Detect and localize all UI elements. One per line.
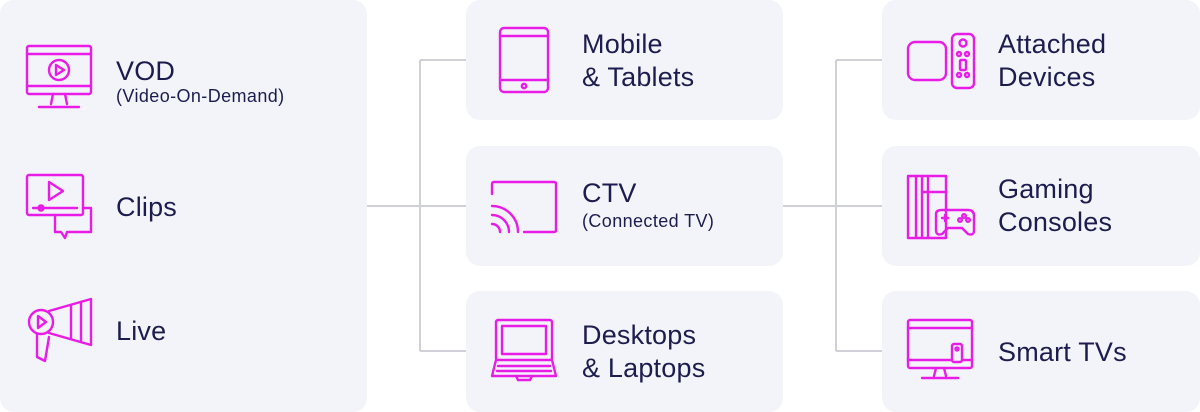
smart-tv-icon xyxy=(906,318,976,386)
mobile-label-line2: & Tablets xyxy=(582,62,695,92)
vod-sublabel: (Video-On-Demand) xyxy=(116,86,285,106)
gaming-label-line1: Gaming xyxy=(998,174,1094,204)
screen-card-mobile xyxy=(466,0,783,120)
screen-card-desktop xyxy=(466,291,783,412)
device-card-smart-tv xyxy=(882,291,1200,412)
tablet-icon xyxy=(498,26,550,94)
monitor-play-icon xyxy=(25,44,93,112)
game-console-icon xyxy=(906,172,976,242)
clips-label: Clips xyxy=(116,192,178,222)
video-clip-icon xyxy=(25,172,93,240)
vod-label: VOD xyxy=(116,56,176,86)
mobile-label-line1: Mobile xyxy=(582,29,663,59)
megaphone-play-icon xyxy=(27,297,95,365)
attached-label-line2: Devices xyxy=(998,62,1096,92)
desktop-label-line2: & Laptops xyxy=(582,353,706,383)
desktop-label-line1: Desktops xyxy=(582,320,697,350)
screen-card-ctv xyxy=(466,146,783,266)
device-card-attached xyxy=(882,0,1200,120)
streaming-box-remote-icon xyxy=(906,32,976,90)
ctv-label: CTV xyxy=(582,178,637,208)
gaming-label-line2: Consoles xyxy=(998,207,1113,237)
cast-screen-icon xyxy=(490,180,558,236)
live-label: Live xyxy=(116,316,167,346)
attached-label-line1: Attached xyxy=(998,29,1107,59)
laptop-icon xyxy=(490,318,558,386)
smart-tv-label: Smart TVs xyxy=(998,337,1127,367)
ctv-sublabel: (Connected TV) xyxy=(582,211,715,231)
device-card-gaming xyxy=(882,146,1200,266)
